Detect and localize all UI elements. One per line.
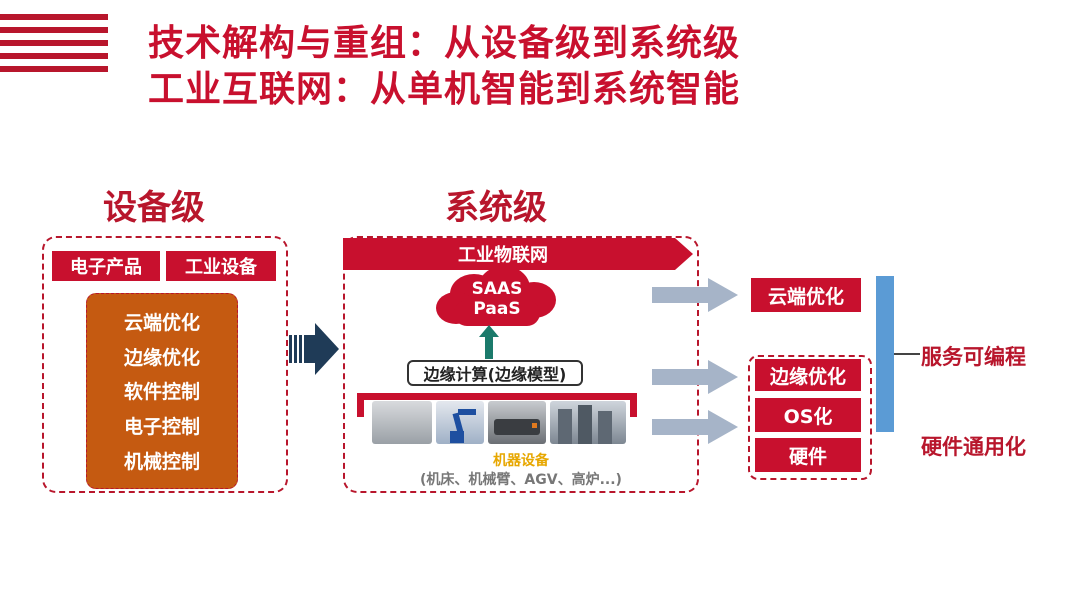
cloud-saas-label: SAAS	[471, 279, 523, 299]
machine-tool-image	[372, 401, 432, 444]
hardware-generalization-label: 硬件通用化	[921, 435, 1026, 459]
tab-industrial-equipment: 工业设备	[166, 251, 276, 281]
device-level-heading: 设备级	[103, 188, 205, 228]
page-subtitle: 工业互联网：从单机智能到系统智能	[148, 69, 741, 110]
page-title: 技术解构与重组：从设备级到系统级	[148, 23, 741, 64]
system-level-heading: 系统级	[445, 188, 547, 228]
capability-edge-optimization: 边缘优化	[123, 346, 200, 369]
blast-furnace-image	[550, 401, 626, 444]
brace-bracket-icon	[876, 276, 920, 432]
machine-examples: (机床、机械臂、AGV、高炉...)	[420, 472, 622, 488]
arrow-to-os-icon	[652, 410, 738, 444]
device-level-container	[42, 236, 288, 493]
agv-image	[488, 401, 546, 444]
edge-computing-box: 边缘计算(边缘模型)	[407, 360, 583, 386]
transition-arrow-icon	[289, 323, 339, 375]
result-dashed-group	[748, 355, 872, 480]
arrow-to-cloud-icon	[652, 278, 738, 312]
result-cloud-optimization: 云端优化	[751, 278, 861, 312]
result-edge-optimization: 边缘优化	[755, 359, 861, 391]
cloud-paas-label: PaaS	[473, 299, 521, 319]
machine-bracket-left	[357, 393, 364, 417]
up-arrow-icon	[479, 325, 499, 359]
robot-arm-image	[436, 401, 484, 444]
iot-banner-label: 工业物联网	[458, 245, 548, 266]
arrow-to-edge-icon	[652, 360, 738, 394]
header-stripes	[0, 14, 108, 79]
capability-software-control: 软件控制	[123, 381, 200, 404]
result-hardware: 硬件	[755, 438, 861, 472]
capability-electronic-control: 电子控制	[123, 416, 200, 439]
result-os: OS化	[755, 398, 861, 432]
service-programmable-label: 服务可编程	[921, 345, 1026, 369]
tab-electronics: 电子产品	[52, 251, 160, 281]
iot-banner-shape	[343, 238, 693, 270]
capability-mechanical-control: 机械控制	[123, 451, 200, 474]
capability-cloud-optimization: 云端优化	[123, 311, 200, 334]
cloud-label: SAAS PaaS	[434, 279, 560, 319]
device-capability-stack: 云端优化 边缘优化 软件控制 电子控制 机械控制	[86, 293, 238, 489]
machine-bracket-right	[630, 393, 637, 417]
system-level-container	[343, 236, 699, 493]
cloud-icon	[436, 266, 556, 326]
machine-bracket-top	[357, 393, 637, 400]
machine-title: 机器设备	[493, 453, 549, 469]
